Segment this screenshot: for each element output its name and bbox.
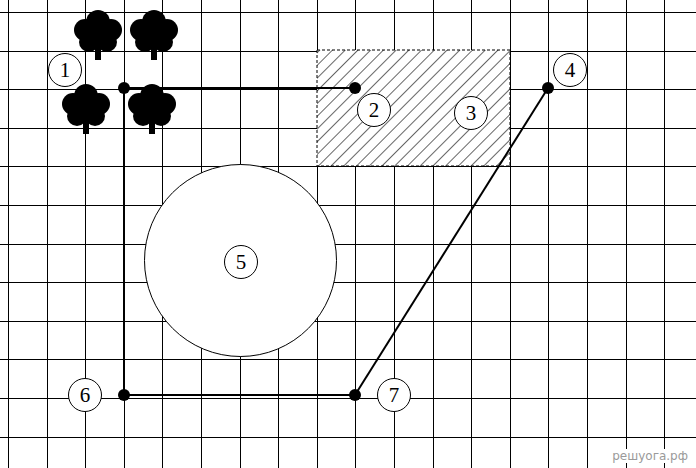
- hatched-area: 3: [317, 50, 510, 166]
- points: [118, 82, 554, 401]
- hatched-area-ground: [317, 50, 510, 166]
- hatched-area: [317, 50, 510, 166]
- callout-number: 2: [357, 93, 391, 127]
- callout-number: 1: [48, 53, 82, 87]
- callout-number: 4: [553, 53, 587, 87]
- watermark: решуога.рф: [610, 449, 690, 463]
- callout-number: 6: [68, 378, 102, 412]
- callout-number: 7: [377, 378, 411, 412]
- pond-circle: 5: [144, 164, 337, 357]
- callout-number: 3: [454, 96, 488, 130]
- callout-number: 5: [224, 245, 258, 279]
- paths: [124, 88, 548, 395]
